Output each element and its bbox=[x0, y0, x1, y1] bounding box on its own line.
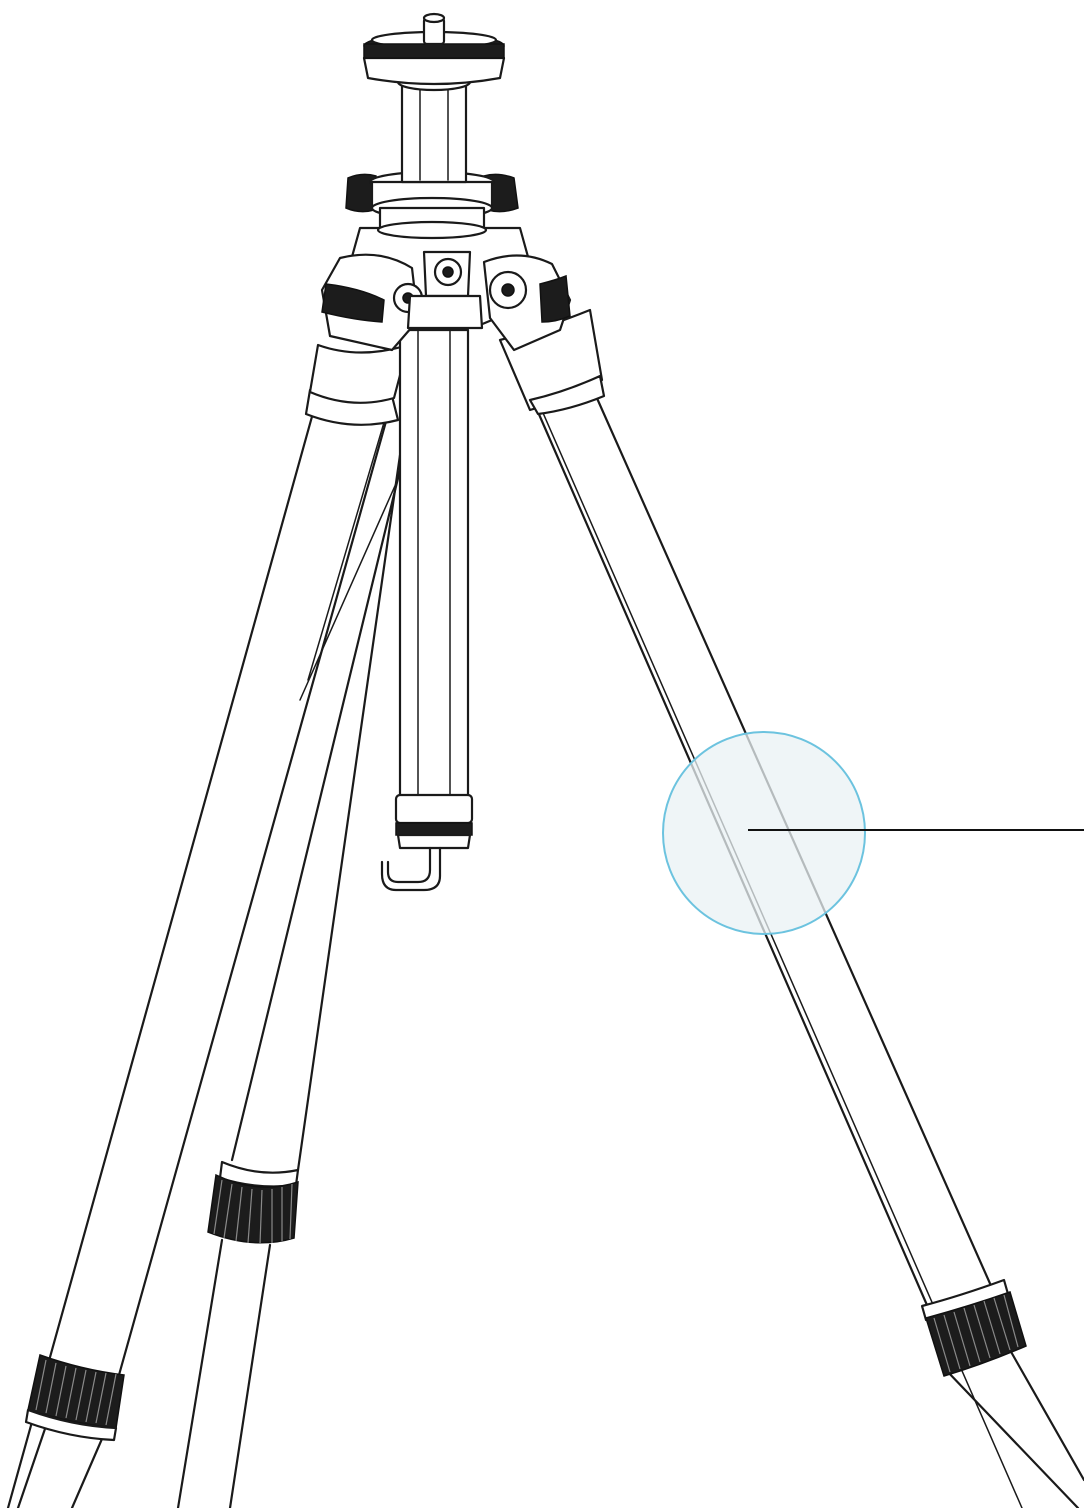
back-leg-grip bbox=[207, 1160, 300, 1245]
leg-hinge-assembly bbox=[320, 226, 572, 352]
center-column-hook bbox=[380, 846, 442, 892]
detail-callout bbox=[662, 731, 1084, 935]
column-top bbox=[396, 72, 472, 184]
callout-circle bbox=[662, 731, 866, 935]
left-leg-grip bbox=[24, 1354, 125, 1442]
center-column bbox=[394, 328, 474, 850]
right-leg-grip bbox=[920, 1278, 1027, 1377]
camera-platform bbox=[362, 12, 506, 86]
back-leg bbox=[176, 453, 403, 1508]
left-leg bbox=[6, 343, 410, 1508]
